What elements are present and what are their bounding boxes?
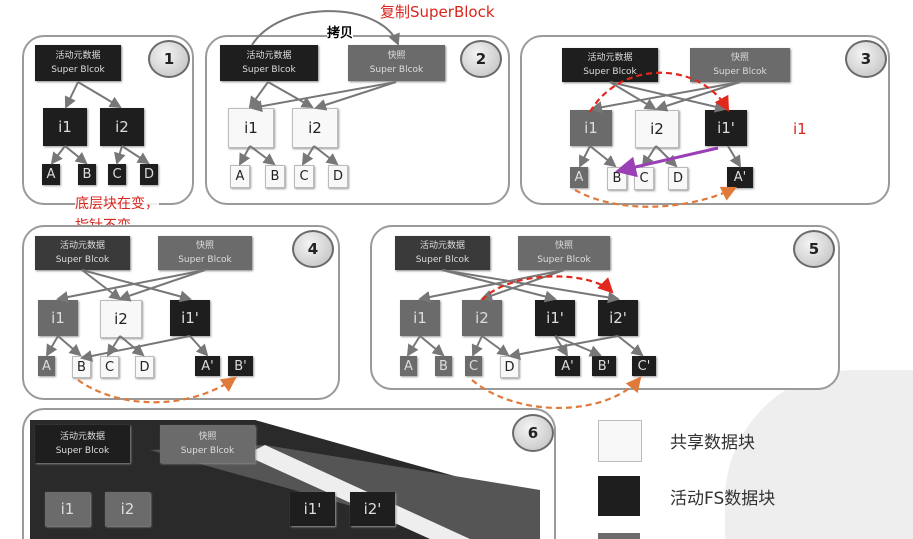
data-block: C: [108, 164, 126, 185]
copy-superblock-note: 复制SuperBlock: [380, 3, 495, 21]
inode: i2: [462, 300, 502, 336]
active-superblock: 活动元数据 Super Blcok: [35, 236, 130, 270]
superblock-title: 快照: [554, 241, 573, 251]
inode: i2': [598, 300, 638, 336]
inode: i1': [170, 300, 210, 336]
active-superblock: 活动元数据 Super Blcok: [395, 236, 490, 270]
data-block: B': [592, 356, 616, 376]
data-block: B: [78, 164, 96, 185]
inode: i2: [105, 492, 150, 526]
data-block: C': [632, 356, 656, 376]
superblock-subtitle: Super Blcok: [415, 255, 470, 265]
data-block: B': [228, 356, 253, 376]
inode: i1': [290, 492, 335, 526]
superblock-title: 快照: [198, 432, 217, 442]
superblock-title: 活动元数据: [419, 241, 465, 251]
legend-label-active: 活动FS数据块: [670, 489, 776, 509]
data-block: D: [140, 164, 158, 185]
superblock-subtitle: Super Blcok: [583, 67, 637, 77]
superblock-title: 快照: [387, 51, 406, 61]
data-block: B: [435, 356, 452, 376]
data-block: D: [328, 165, 348, 188]
data-block: A': [555, 356, 580, 376]
inode: i1': [535, 300, 575, 336]
copy-label: 拷贝: [327, 22, 354, 41]
inode: i2': [350, 492, 395, 526]
superblock-title: 活动元数据: [55, 51, 101, 61]
inode: i1': [705, 110, 747, 146]
step-badge: 6: [512, 414, 554, 452]
data-block: A: [400, 356, 417, 376]
step-badge: 3: [845, 40, 887, 78]
inode: i1: [228, 108, 274, 148]
inode: i1: [43, 108, 87, 146]
legend-label-shared: 共享数据块: [670, 433, 755, 453]
inode: i1: [570, 110, 612, 146]
active-superblock: 活动元数据 Super Blcok: [562, 48, 658, 82]
step-badge: 4: [292, 230, 334, 268]
legend-swatch-active: [598, 476, 640, 516]
data-block: A: [570, 167, 588, 188]
superblock-subtitle: Super Blcok: [537, 255, 591, 265]
superblock-subtitle: Super Blcok: [369, 65, 424, 75]
superblock-title: 快照: [195, 241, 214, 251]
data-block: C: [100, 356, 119, 378]
legend-swatch-snapshot: [598, 533, 640, 539]
note-line: 底层块在变，: [75, 196, 159, 212]
superblock-subtitle: Super Blcok: [242, 65, 296, 75]
superblock-title: 活动元数据: [59, 241, 105, 251]
active-superblock: 活动元数据 Super Blcok: [220, 45, 318, 81]
data-block: D: [668, 167, 688, 190]
superblock-subtitle: Super Blcok: [55, 446, 110, 456]
superblock-title: 活动元数据: [59, 432, 105, 442]
superblock-subtitle: Super Blcok: [180, 446, 235, 456]
inode: i2: [100, 108, 144, 146]
active-superblock: 活动元数据 Super Blcok: [35, 45, 121, 81]
data-block: A: [38, 356, 55, 376]
snapshot-superblock: 快照 Super Blcok: [518, 236, 610, 270]
superblock-subtitle: Super Blcok: [51, 65, 105, 75]
data-block: B: [265, 165, 285, 188]
snapshot-superblock: 快照 Super Blcok: [690, 48, 790, 82]
superblock-title: 快照: [730, 53, 749, 63]
step-badge: 1: [148, 40, 190, 78]
data-block: A': [195, 356, 220, 376]
inode: i1: [400, 300, 440, 336]
inode: i1: [45, 492, 90, 526]
superblock-subtitle: Super Blcok: [713, 67, 767, 77]
data-block: D: [135, 356, 154, 378]
snapshot-superblock: 快照 Super Blcok: [158, 236, 252, 270]
data-block: A: [42, 164, 60, 185]
step-badge: 2: [460, 40, 502, 78]
snapshot-superblock: 快照 Super Blcok: [160, 425, 255, 463]
superblock-title: 活动元数据: [246, 51, 292, 61]
superblock-title: 活动元数据: [587, 53, 633, 63]
inode: i2: [100, 300, 142, 338]
superblock-subtitle: Super Blcok: [178, 255, 232, 265]
step-badge: 5: [793, 230, 835, 268]
superblock-subtitle: Super Blcok: [55, 255, 110, 265]
snapshot-superblock: 快照 Super Blcok: [348, 45, 445, 81]
data-block: C: [465, 356, 482, 376]
data-block: A': [727, 167, 753, 188]
i1-note: i1: [793, 120, 807, 138]
legend-swatch-shared: [598, 420, 642, 462]
active-superblock: 活动元数据 Super Blcok: [35, 425, 130, 463]
inode: i1: [38, 300, 78, 336]
